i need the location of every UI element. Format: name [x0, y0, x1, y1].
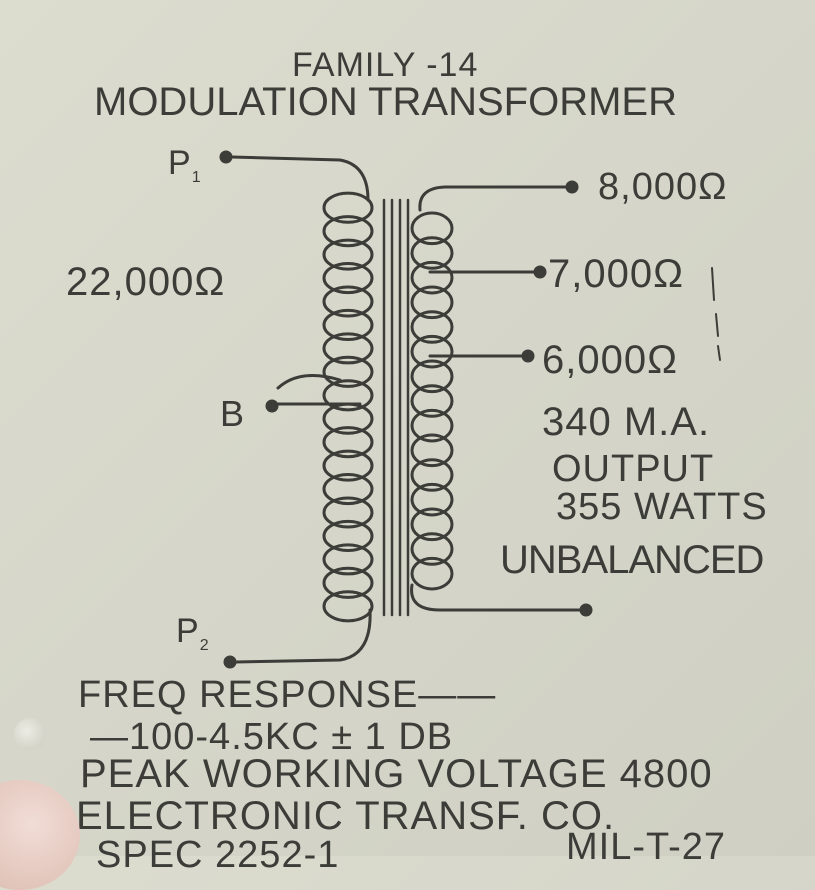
- secondary-coil-turn: [410, 507, 454, 542]
- manufacturer: ELECTRONIC TRANSF. CO.: [76, 794, 616, 838]
- spec-number: SPEC 2252-1: [96, 834, 340, 876]
- secondary-coil-turn: [410, 236, 454, 270]
- secondary-coil-turn: [410, 532, 454, 566]
- center-tap-lead: [265, 374, 362, 413]
- primary-coil-turn: [322, 566, 374, 599]
- primary-coil-turn: [322, 543, 374, 576]
- strap-indicator: [711, 267, 721, 361]
- primary-winding: [322, 191, 374, 623]
- configuration-label: UNBALANCED: [500, 538, 764, 582]
- terminal-b: B: [220, 393, 246, 434]
- secondary-coil-turn: [410, 310, 454, 344]
- mounting-screw: [14, 718, 46, 750]
- peak-voltage: PEAK WORKING VOLTAGE 4800: [80, 752, 713, 796]
- secondary-coil-turn: [410, 285, 454, 320]
- freq-response-label: FREQ RESPONSE——: [78, 674, 497, 716]
- output-label: OUTPUT: [552, 448, 715, 490]
- primary-coil-turn: [322, 426, 374, 459]
- mil-spec: MIL-T-27: [566, 826, 727, 868]
- secondary-coil-turn: [410, 334, 454, 369]
- freq-response-value: —100-4.5KC ± 1 DB: [90, 716, 454, 758]
- secondary-coil-turn: [410, 433, 454, 468]
- primary-coil-turn: [322, 238, 374, 271]
- primary-coil-turn: [322, 590, 374, 623]
- tap-6000-lead: [428, 349, 535, 363]
- secondary-coil-turn: [410, 359, 454, 394]
- tap-6000-label: 6,000Ω: [542, 338, 678, 382]
- primary-coil-turn: [322, 496, 374, 529]
- primary-coil-turn: [322, 449, 374, 482]
- primary-coil-turn: [322, 191, 374, 224]
- secondary-common-lead: [410, 583, 593, 617]
- secondary-coil-turn: [410, 408, 454, 443]
- primary-coil-turn: [322, 355, 374, 388]
- schematic-diagram: [219, 150, 721, 669]
- secondary-coil-turn: [410, 458, 454, 492]
- family-label: FAMILY -14: [292, 46, 479, 84]
- primary-coil-turn: [322, 285, 374, 318]
- secondary-coil-turn: [410, 482, 454, 517]
- current-rating: 340 M.A.: [542, 400, 711, 444]
- primary-impedance: 22,000Ω: [66, 260, 226, 304]
- primary-lead-top: [219, 150, 370, 202]
- secondary-winding: [410, 211, 454, 591]
- primary-coil-turn: [322, 215, 374, 248]
- tap-8000-lead: [418, 180, 579, 212]
- primary-coil-turn: [322, 519, 374, 552]
- tap-7000-lead: [428, 265, 547, 279]
- page-title: MODULATION TRANSFORMER: [94, 80, 677, 124]
- primary-lead-bottom: [223, 608, 372, 669]
- primary-coil-turn: [322, 332, 374, 365]
- primary-coil-turn: [322, 473, 374, 506]
- secondary-coil-turn: [410, 211, 454, 246]
- primary-coil-turn: [322, 308, 374, 341]
- terminal-p1: P1: [168, 144, 202, 186]
- transformer-core: [382, 198, 410, 617]
- secondary-coil-turn: [410, 384, 454, 418]
- output-power: 355 WATTS: [556, 486, 768, 528]
- terminal-p2: P2: [176, 612, 210, 654]
- tap-7000-label: 7,000Ω: [548, 252, 684, 296]
- primary-coil-turn: [322, 379, 374, 412]
- secondary-coil-turn: [410, 260, 454, 295]
- secondary-coil-turn: [410, 556, 454, 591]
- primary-coil-turn: [322, 262, 374, 295]
- tap-8000-label: 8,000Ω: [598, 166, 728, 208]
